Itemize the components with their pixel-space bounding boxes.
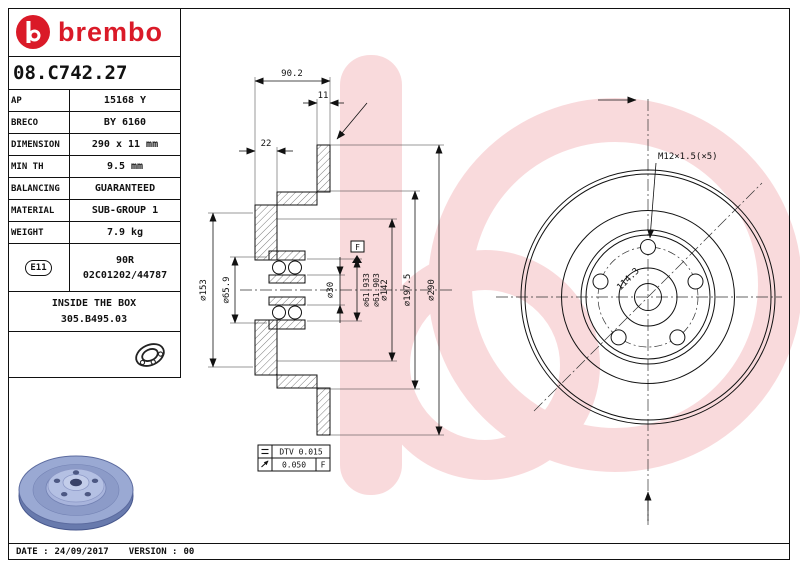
spec-row-weight: WEIGHT 7.9 kg bbox=[8, 222, 180, 244]
spec-label: MATERIAL bbox=[8, 200, 70, 221]
dim-overall-width: 90.2 bbox=[281, 69, 303, 79]
approval-number: 90R bbox=[115, 254, 135, 266]
brembo-wordmark: brembo bbox=[58, 16, 164, 47]
spec-value: 15168 Y bbox=[103, 95, 147, 106]
spec-value: GUARANTEED bbox=[94, 183, 156, 194]
inside-the-box-title: INSIDE THE BOX bbox=[51, 297, 137, 309]
dia-center-bore: ⌀30 bbox=[326, 282, 336, 298]
brembo-icon bbox=[16, 15, 50, 49]
spec-value: 290 x 11 mm bbox=[91, 139, 159, 150]
bolt-holes bbox=[592, 239, 704, 346]
spec-label: BRECO bbox=[8, 112, 70, 133]
version-label: VERSION : bbox=[128, 547, 178, 557]
extension-lines bbox=[208, 77, 444, 436]
spec-value: BY 6160 bbox=[103, 117, 147, 128]
brembo-watermark-logo bbox=[340, 55, 800, 495]
spec-label: MIN TH bbox=[8, 156, 70, 177]
front-view-drawing: M12×1.5(×5) 114.3 bbox=[496, 96, 782, 525]
disc-photo-bore bbox=[70, 478, 82, 487]
thread-spec: M12×1.5(×5) bbox=[658, 152, 718, 162]
spec-label: BALANCING bbox=[8, 178, 70, 199]
dia-bearing-min: ⌀61.903 bbox=[372, 273, 381, 307]
inside-the-box-row: INSIDE THE BOX 305.B495.03 bbox=[8, 292, 180, 332]
datum-letter: F bbox=[355, 243, 360, 252]
approval-code: 02C01202/44787 bbox=[82, 269, 168, 281]
dimension-lines bbox=[209, 77, 443, 436]
spec-row-breco: BRECO BY 6160 bbox=[8, 112, 180, 134]
disc-section-geometry bbox=[254, 144, 331, 436]
dia-outer: ⌀290 bbox=[427, 279, 437, 301]
spec-table: brembo 08.C742.27 AP 15168 Y BRECO BY 61… bbox=[8, 8, 181, 378]
spec-value: 7.9 kg bbox=[106, 227, 144, 238]
tolerance-frames: DTV 0.015 0.050 F bbox=[257, 444, 331, 472]
footer-bar: DATE : 24/09/2017 VERSION : 00 bbox=[8, 543, 790, 560]
dtv-tolerance: DTV 0.015 bbox=[279, 448, 323, 457]
diagonal-centerline bbox=[533, 182, 763, 412]
wheel-bearing-section bbox=[268, 250, 306, 330]
dim-hat-depth: 22 bbox=[261, 139, 272, 149]
bearing-included-row bbox=[8, 332, 180, 378]
spec-row-balancing: BALANCING GUARANTEED bbox=[8, 178, 180, 200]
date-label: DATE : bbox=[16, 547, 49, 557]
part-number: 08.C742.27 bbox=[8, 57, 180, 90]
spec-value: 9.5 mm bbox=[106, 161, 144, 172]
sheet-border bbox=[8, 8, 790, 560]
runout-tolerance: 0.050 bbox=[282, 461, 306, 470]
spec-row-min-th: MIN TH 9.5 mm bbox=[8, 156, 180, 178]
disc-photo bbox=[18, 455, 134, 531]
spec-row-ap: AP 15168 Y bbox=[8, 90, 180, 112]
datum-triangle-icon bbox=[352, 255, 362, 263]
section-view-drawing: 90.2 11 22 ⌀153 ⌀65.9 ⌀30 ⌀61.933 ⌀61.90… bbox=[199, 69, 453, 472]
dia-flange: ⌀142 bbox=[380, 279, 390, 301]
brand-header: brembo bbox=[8, 8, 180, 57]
runout-datum: F bbox=[321, 461, 326, 470]
dim-disc-thickness: 11 bbox=[318, 91, 329, 101]
date-value: 24/09/2017 bbox=[54, 547, 109, 557]
spec-label: WEIGHT bbox=[8, 222, 70, 243]
leader-arrow bbox=[336, 102, 368, 140]
spec-row-material: MATERIAL SUB-GROUP 1 bbox=[8, 200, 180, 222]
bearing-icon bbox=[135, 343, 165, 367]
spec-label: DIMENSION bbox=[8, 134, 70, 155]
homologation-row: E11 90R 02C01202/44787 bbox=[8, 244, 180, 292]
version-value: 00 bbox=[183, 547, 195, 557]
inside-the-box-part: 305.B495.03 bbox=[60, 313, 128, 325]
dia-hat: ⌀153 bbox=[199, 279, 209, 301]
dia-friction-inner: ⌀197.5 bbox=[403, 274, 413, 307]
spec-value: SUB-GROUP 1 bbox=[91, 205, 159, 216]
spec-row-dimension: DIMENSION 290 x 11 mm bbox=[8, 134, 180, 156]
thread-leader bbox=[647, 162, 657, 239]
datum-box bbox=[350, 240, 365, 253]
dia-hub-bore: ⌀65.9 bbox=[222, 276, 232, 303]
spec-label: AP bbox=[8, 90, 70, 111]
dia-bearing-max: ⌀61.933 bbox=[362, 273, 371, 307]
e11-badge: E11 bbox=[25, 259, 52, 276]
